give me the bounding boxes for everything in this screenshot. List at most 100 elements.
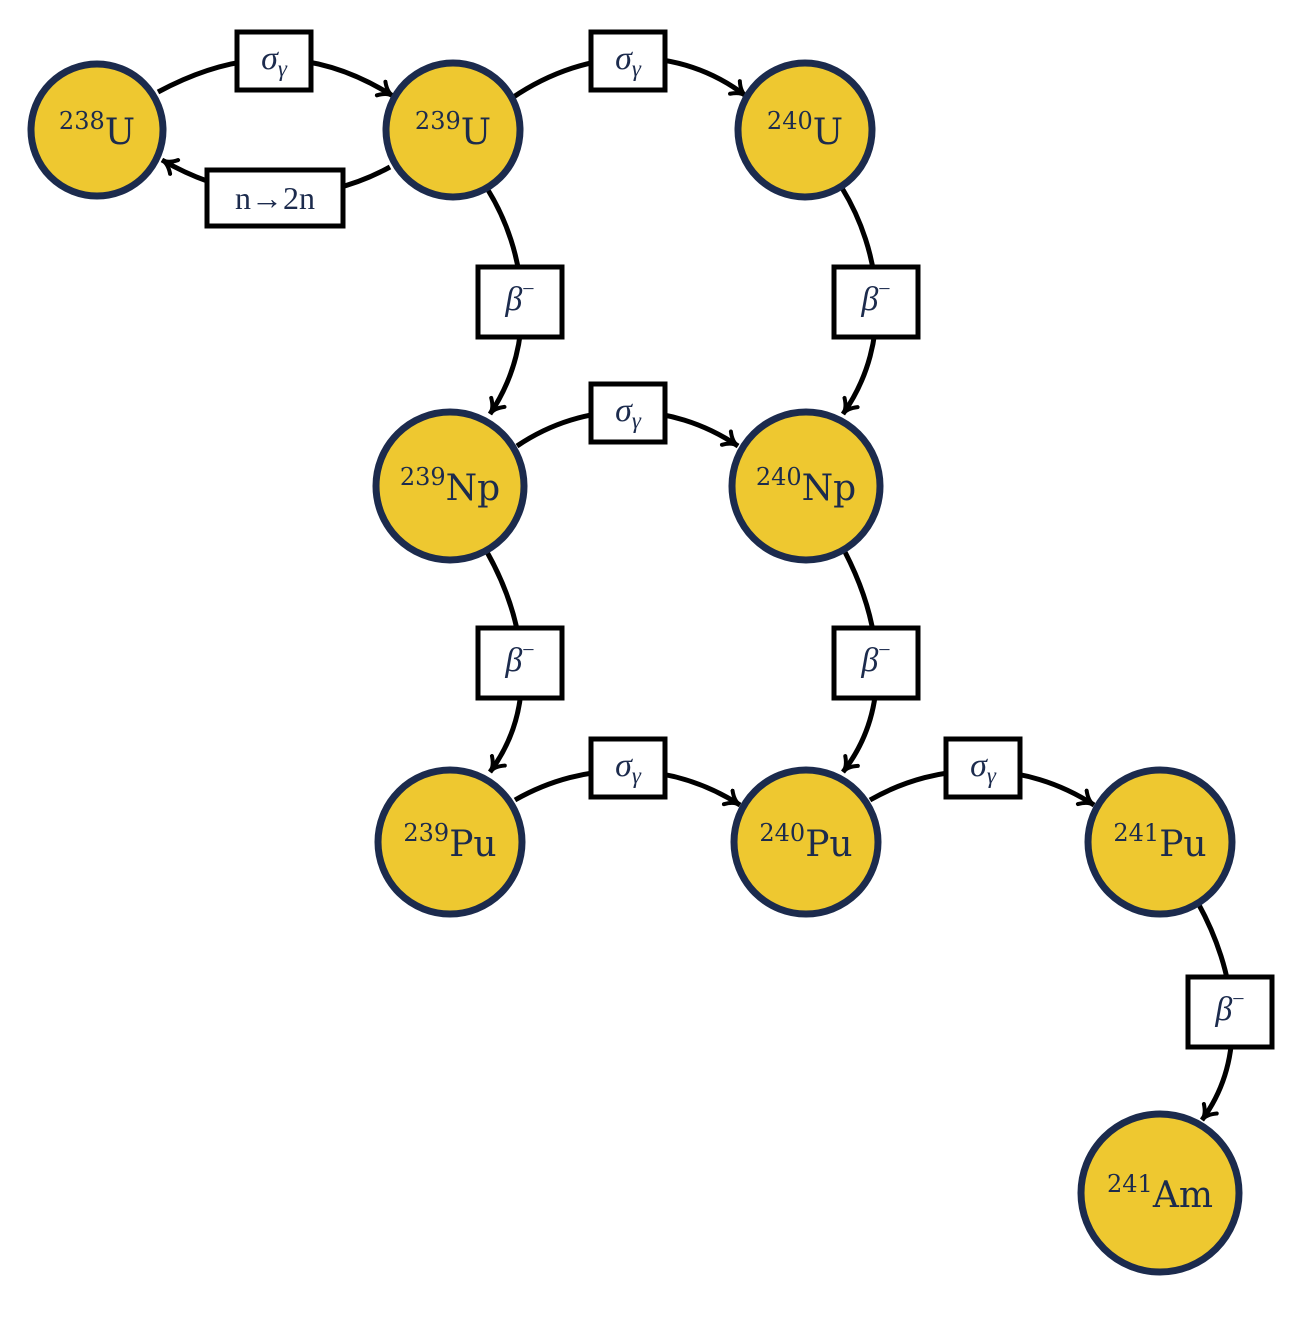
label-symbol: σ xyxy=(615,392,633,429)
element-symbol: Pu xyxy=(449,824,496,865)
label-symbol: σ xyxy=(970,747,988,784)
neutron-capture-label: σγ xyxy=(588,381,668,445)
nuclide-label: 240U xyxy=(767,107,843,153)
nuclide-node-am241: 241Am xyxy=(1077,1110,1243,1276)
label-box xyxy=(234,29,314,93)
label-superscript: − xyxy=(878,637,890,662)
mass-number: 239 xyxy=(400,463,446,491)
label-box xyxy=(831,625,921,701)
element-symbol: Pu xyxy=(1159,824,1206,865)
neutron-capture-label-text: σγ xyxy=(615,40,642,81)
label-box xyxy=(588,381,668,445)
label-box xyxy=(475,264,565,340)
nuclide-label: 241Pu xyxy=(1113,819,1206,865)
beta-decay-label-text: β− xyxy=(860,637,890,679)
nuclide-circle xyxy=(1077,1110,1243,1276)
label-symbol: σ xyxy=(261,40,279,77)
mass-number: 240 xyxy=(756,463,802,491)
nuclide-circle xyxy=(382,59,524,201)
label-symbol: σ xyxy=(615,40,633,77)
label-box xyxy=(475,625,565,701)
neutron-capture-label: σγ xyxy=(588,29,668,93)
mass-number: 238 xyxy=(59,107,105,135)
nuclide-node-pu239: 239Pu xyxy=(374,766,526,918)
nuclide-label: 239U xyxy=(415,107,491,153)
nuclide-label: 240Pu xyxy=(759,819,852,865)
nuclide-node-u239: 239U xyxy=(382,59,524,201)
nuclide-node-u238: 238U xyxy=(27,60,167,200)
element-symbol: Np xyxy=(802,468,857,509)
nuclide-label: 239Pu xyxy=(403,819,496,865)
mass-number: 239 xyxy=(403,819,449,847)
nuclide-circle xyxy=(1084,766,1236,918)
nuclide-circle xyxy=(734,59,876,201)
label-box xyxy=(588,29,668,93)
label-superscript: − xyxy=(1232,986,1244,1011)
neutron-capture-label-text: σγ xyxy=(261,40,288,81)
nuclide-circle xyxy=(730,766,882,918)
element-symbol: U xyxy=(105,112,135,153)
neutron-capture-label: σγ xyxy=(943,736,1023,800)
nuclide-node-pu241: 241Pu xyxy=(1084,766,1236,918)
nuclide-label: 239Np xyxy=(400,463,500,509)
label-superscript: − xyxy=(522,276,534,301)
neutron-capture-label-text: σγ xyxy=(615,747,642,788)
label-box xyxy=(831,264,921,340)
label-subscript: γ xyxy=(987,763,997,788)
beta-decay-label: β− xyxy=(475,625,565,701)
beta-decay-label: β− xyxy=(475,264,565,340)
label-symbol: β xyxy=(860,281,878,318)
element-symbol: Np xyxy=(446,468,501,509)
element-symbol: U xyxy=(461,112,491,153)
nuclide-label: 240Np xyxy=(756,463,856,509)
neutron-capture-label-text: σγ xyxy=(970,747,997,788)
nuclide-circle xyxy=(728,408,884,564)
beta-decay-label-text: β− xyxy=(504,637,534,679)
label-box xyxy=(588,736,668,800)
label-superscript: − xyxy=(522,637,534,662)
nuclide-circle xyxy=(372,408,528,564)
label-symbol: β xyxy=(860,642,878,679)
label-superscript: − xyxy=(878,276,890,301)
label-symbol: n→2n xyxy=(235,180,315,216)
neutron-capture-label-text: σγ xyxy=(615,392,642,433)
mass-number: 240 xyxy=(767,107,813,135)
label-symbol: β xyxy=(1214,991,1232,1028)
label-box xyxy=(204,167,346,229)
mass-number: 241 xyxy=(1113,819,1159,847)
mass-number: 241 xyxy=(1107,1170,1153,1198)
n2n-reaction-label-text: n→2n xyxy=(235,180,315,216)
nuclide-circle xyxy=(27,60,167,200)
nuclide-node-u240: 240U xyxy=(734,59,876,201)
nuclide-node-np239: 239Np xyxy=(372,408,528,564)
nuclide-node-np240: 240Np xyxy=(728,408,884,564)
beta-decay-label: β− xyxy=(831,625,921,701)
element-symbol: Pu xyxy=(805,824,852,865)
label-box xyxy=(1185,974,1275,1050)
neutron-capture-label: σγ xyxy=(234,29,314,93)
neutron-capture-label: σγ xyxy=(588,736,668,800)
label-subscript: γ xyxy=(278,56,288,81)
beta-decay-label-text: β− xyxy=(860,276,890,318)
label-symbol: β xyxy=(504,642,522,679)
beta-decay-label-text: β− xyxy=(1214,986,1244,1028)
mass-number: 239 xyxy=(415,107,461,135)
label-subscript: γ xyxy=(632,763,642,788)
n2n-reaction-label: n→2n xyxy=(204,167,346,229)
label-subscript: γ xyxy=(632,408,642,433)
mass-number: 240 xyxy=(759,819,805,847)
label-symbol: σ xyxy=(615,747,633,784)
element-symbol: Am xyxy=(1152,1175,1213,1216)
beta-decay-label-text: β− xyxy=(504,276,534,318)
nuclide-node-pu240: 240Pu xyxy=(730,766,882,918)
label-subscript: γ xyxy=(632,56,642,81)
nuclide-label: 238U xyxy=(59,107,135,153)
nuclide-circle xyxy=(374,766,526,918)
label-box xyxy=(943,736,1023,800)
beta-decay-label: β− xyxy=(831,264,921,340)
element-symbol: U xyxy=(813,112,843,153)
beta-decay-label: β− xyxy=(1185,974,1275,1050)
